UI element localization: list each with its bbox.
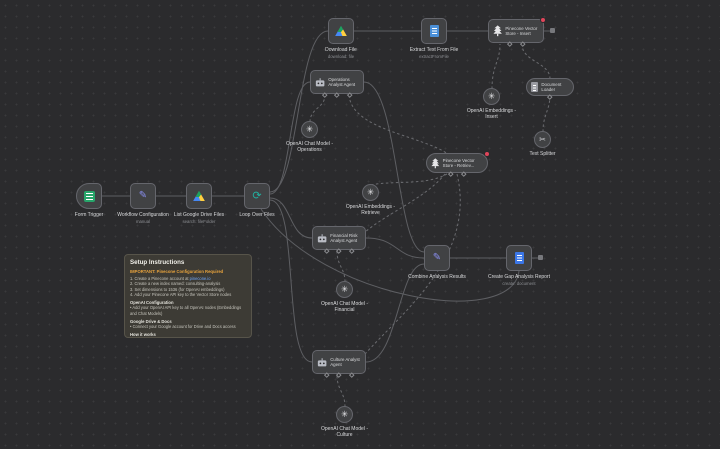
sticky-step-1: 1. Create a Pinecone account at pinecone…: [130, 276, 246, 282]
sticky-important-line: IMPORTANT: Pinecone Configuration Requir…: [130, 268, 224, 274]
pinecone-link[interactable]: pinecone.io: [189, 275, 211, 281]
openai-icon: ✳: [340, 409, 349, 420]
form-icon: [83, 190, 95, 202]
node-label: Form Trigger: [74, 212, 104, 218]
node-text-splitter[interactable]: ✂ Text Splitter: [529, 131, 556, 157]
node-operations-analyst-agent[interactable]: Operations Analyst Agent: [310, 70, 364, 97]
node-label: OpenAI Chat Model - Culture: [321, 426, 368, 439]
pinecone-icon: [493, 25, 502, 37]
sticky-step-1-text: 1. Create a Pinecone account at: [130, 275, 190, 281]
google-drive-icon: [193, 190, 205, 202]
node-label: Extract Text From File: [409, 47, 459, 53]
pencil-icon: ✎: [432, 252, 442, 263]
node-sublabel: create: document: [502, 281, 536, 287]
node-label: Operations Analyst Agent: [328, 76, 356, 87]
node-openai-embeddings-retrieve[interactable]: ✳ OpenAI Embeddings - Retrieve: [346, 184, 395, 216]
google-drive-icon: [335, 25, 347, 37]
node-openai-chat-model-culture[interactable]: ✳ OpenAI Chat Model - Culture: [321, 406, 368, 438]
node-label: List Google Drive Files: [173, 212, 225, 218]
openai-icon: ✳: [487, 91, 496, 102]
sticky-title: Setup Instructions: [130, 259, 185, 266]
node-label: Financial Risk Analyst Agent: [330, 232, 358, 243]
node-label: Text Splitter: [529, 151, 556, 157]
node-document-loader[interactable]: Document Loader: [526, 78, 574, 99]
pencil-icon: ✎: [138, 190, 148, 201]
issue-badge: [540, 17, 546, 23]
sticky-note-setup-instructions[interactable]: Setup Instructions IMPORTANT: Pinecone C…: [124, 254, 252, 338]
loop-icon: ⟳: [252, 189, 262, 202]
node-workflow-configuration[interactable]: ✎ Workflow Configuration manual: [117, 183, 169, 224]
openai-icon: ✳: [340, 284, 349, 295]
sticky-google-bullet: • Connect your Google account for Drive …: [130, 323, 236, 329]
output-endpoint[interactable]: [538, 255, 543, 260]
scissors-icon: ✂: [539, 134, 546, 144]
node-sublabel: manual: [135, 219, 151, 225]
node-label: Pinecone Vector Store - Insert: [505, 25, 538, 36]
sticky-step-4: 4. Add your Pinecone API key to the Vect…: [130, 292, 232, 298]
node-label: OpenAI Chat Model - Financial: [321, 301, 368, 314]
node-combine-analysis-results[interactable]: ✎ Combine Analysis Results: [408, 245, 466, 280]
openai-icon: ✳: [305, 124, 314, 135]
node-list-google-drive-files[interactable]: List Google Drive Files search: fileFold…: [174, 183, 224, 224]
node-culture-analyst-agent[interactable]: Culture Analyst Agent: [312, 350, 366, 377]
node-download-file[interactable]: Download File download: file: [325, 18, 357, 59]
output-endpoint[interactable]: [550, 28, 555, 33]
google-docs-icon: [514, 252, 524, 264]
sticky-step-3: 3. Set dimensions to 1536 (for OpenAI em…: [130, 286, 225, 292]
node-extract-text-from-file[interactable]: Extract Text From File extractFromFile: [410, 18, 458, 59]
node-pinecone-vector-store-retrieve[interactable]: Pinecone Vector Store - Retriev...: [426, 151, 490, 176]
robot-icon: [317, 233, 327, 242]
node-label: Document Loader: [541, 81, 562, 92]
robot-icon: [317, 357, 327, 366]
node-sublabel: download: file: [327, 54, 355, 60]
subnode-ports: [313, 371, 365, 377]
subnode-ports: [527, 93, 573, 99]
node-openai-embeddings-insert[interactable]: ✳ OpenAI Embeddings - Insert: [467, 88, 516, 120]
sticky-step-2: 2. Create a new index named: consulting-…: [130, 281, 221, 287]
node-label: Create Gap Analysis Report: [488, 274, 550, 280]
node-label: Pinecone Vector Store - Retriev...: [442, 157, 475, 168]
node-sublabel: search: fileFolder: [182, 219, 216, 225]
node-label: Culture Analyst Agent: [330, 356, 360, 367]
pinecone-icon: [431, 157, 440, 168]
node-label: Download File: [325, 47, 357, 53]
node-form-trigger[interactable]: Form Trigger: [75, 183, 103, 218]
node-financial-risk-analyst-agent[interactable]: Financial Risk Analyst Agent: [312, 226, 366, 253]
node-label: OpenAI Chat Model - Operations: [286, 141, 333, 154]
node-label: Workflow Configuration: [117, 212, 169, 218]
issue-badge: [484, 151, 490, 157]
node-pinecone-vector-store-insert[interactable]: Pinecone Vector Store - Insert: [488, 17, 546, 46]
node-label: OpenAI Embeddings - Retrieve: [345, 204, 396, 217]
node-sublabel: extractFromFile: [419, 54, 449, 60]
sticky-openai-bullet: • Add your OpenAI API key to all OpenAI …: [130, 305, 242, 316]
robot-icon: [315, 77, 325, 86]
subnode-ports: [427, 170, 487, 176]
node-label: OpenAI Embeddings - Insert: [466, 108, 517, 121]
subnode-ports: [313, 247, 365, 253]
node-create-gap-analysis-report[interactable]: Create Gap Analysis Report create: docum…: [488, 245, 550, 286]
document-icon: [531, 82, 539, 92]
subnode-ports: [311, 91, 363, 97]
sticky-section-google: Google Drive & Docs: [130, 318, 172, 324]
node-label: Loop Over Files: [239, 212, 275, 218]
subnode-ports: [489, 40, 543, 46]
openai-icon: ✳: [366, 187, 375, 198]
node-openai-chat-model-financial[interactable]: ✳ OpenAI Chat Model - Financial: [321, 281, 368, 313]
node-openai-chat-model-operations[interactable]: ✳ OpenAI Chat Model - Operations: [286, 121, 333, 153]
sticky-footer: How it works: [130, 331, 156, 337]
node-label: Combine Analysis Results: [408, 274, 466, 280]
file-text-icon: [429, 25, 439, 37]
node-loop-over-files[interactable]: ⟳ Loop Over Files: [239, 183, 275, 218]
sticky-section-openai: OpenAI Configuration: [130, 300, 174, 306]
